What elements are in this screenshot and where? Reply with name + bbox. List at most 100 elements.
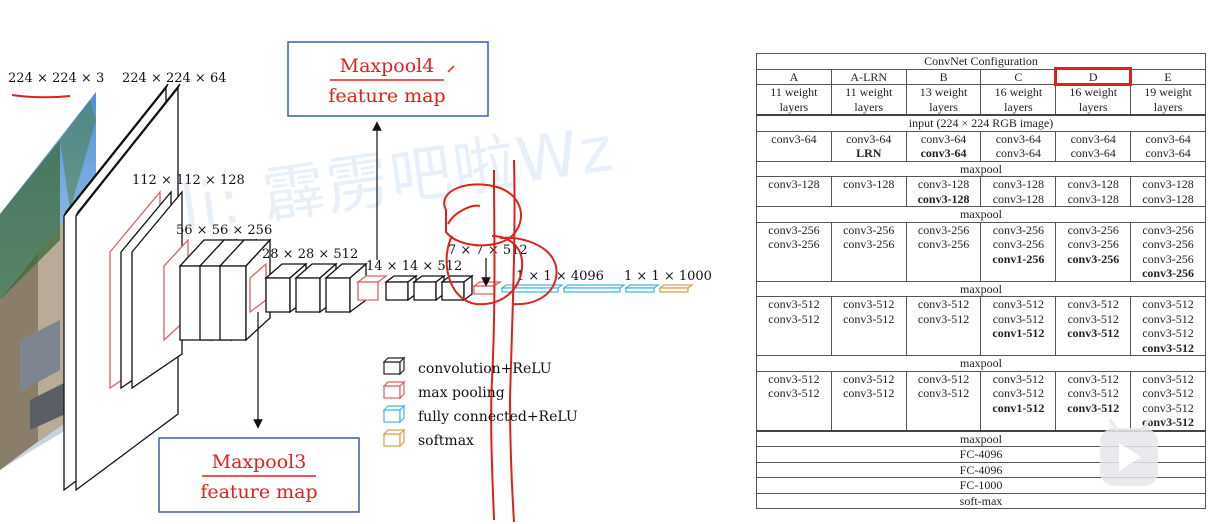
legend-item-fc: fully connected+ReLU (382, 404, 578, 425)
maxpool-cell: maxpool (756, 160, 1206, 177)
column-header-label: C (1014, 69, 1023, 84)
maxpool-row: maxpool (756, 355, 1206, 372)
depth-text: layers (1004, 99, 1033, 114)
layer-text: conv3-512 (843, 371, 895, 386)
layer-text: conv3-128 (768, 177, 820, 191)
column-header-label: D (1088, 69, 1098, 84)
layer-text: conv1-512 (992, 400, 1045, 415)
legend-label-fc: fully connected+ReLU (418, 409, 578, 425)
fc-blocks (500, 284, 694, 293)
layer-text: conv3-512 (1142, 371, 1194, 386)
layer-text: conv3-512 (917, 311, 970, 326)
depth-text: 13 weight (919, 85, 968, 99)
layer-text: conv3-256 (992, 222, 1045, 237)
tail-row: maxpool (756, 429, 1206, 447)
depth-text: layers (854, 99, 884, 114)
maxpool3-callout-box (158, 437, 360, 513)
layer-text: conv3-128 (1142, 177, 1194, 191)
layer-text: LRN (856, 146, 882, 160)
column-header-d: D (1054, 66, 1133, 86)
depth-text: 11 weight (770, 85, 818, 99)
layer-dim-label-6: 7 × 7 × 512 (448, 243, 528, 258)
layer-text: conv3-128 (917, 177, 970, 191)
tail-cell: soft-max (756, 492, 1206, 509)
depth-text: 16 weight (1069, 85, 1118, 99)
layer-text: conv3-512 (1067, 400, 1120, 415)
maxpool-label: maxpool (960, 281, 1002, 296)
layer-text: conv3-256 (992, 237, 1045, 251)
layer-text: conv1-512 (992, 326, 1045, 340)
tail-label: soft-max (959, 493, 1003, 508)
maxpool4-subtitle: feature map (328, 85, 445, 107)
maxpool-label: maxpool (960, 356, 1002, 370)
layer-dim-label-2: 112 × 112 × 128 (132, 173, 245, 188)
conv-cell: conv3-64 (756, 130, 832, 162)
layer-text: conv3-512 (768, 311, 820, 326)
layer-text: conv3-128 (992, 191, 1045, 206)
conv-block-14 (356, 274, 474, 302)
layer-dim-label-7: 1 × 1 × 4096 (516, 269, 604, 284)
layer-text: conv3-512 (768, 386, 820, 400)
play-icon (1119, 443, 1141, 471)
maxpool3-title: Maxpool3 (212, 451, 307, 473)
layer-text: conv3-256 (1142, 237, 1194, 251)
layer-text: conv3-64 (1070, 146, 1116, 160)
legend-label-pool: max pooling (418, 385, 505, 401)
layer-text: conv3-512 (992, 297, 1045, 311)
layer-dim-label-5: 14 × 14 × 512 (366, 259, 462, 274)
depth-text: layers (1078, 99, 1108, 114)
maxpool-label: maxpool (960, 161, 1002, 176)
layer-text: conv3-128 (1067, 177, 1119, 191)
layer-text: conv3-512 (1142, 326, 1194, 340)
pool-block-7 (471, 281, 503, 295)
layer-text: conv3-64 (995, 131, 1042, 146)
layer-text: conv3-256 (1067, 222, 1119, 237)
layer-text: conv3-128 (992, 177, 1045, 191)
conv-block-112 (109, 190, 183, 390)
input-cell: input (224 × 224 RGB image) (756, 114, 1206, 132)
vgg-architecture-diagram: 224 × 224 × 3 224 × 224 × 64 112 × 112 ×… (0, 41, 712, 523)
layer-text: conv3-512 (992, 386, 1045, 400)
layer-text: conv3-256 (1067, 237, 1119, 251)
column-header-label: A-LRN (850, 69, 888, 84)
depth-text: 11 weight (845, 85, 893, 99)
maxpool4-title: Maxpool4 (340, 55, 435, 77)
tail-label: FC-4096 (959, 462, 1003, 477)
layer-text: conv1-256 (992, 251, 1045, 266)
handwritten-underline (11, 94, 71, 99)
layer-text: conv3-64 (1145, 146, 1191, 160)
handwritten-annotations (443, 159, 558, 523)
legend-label-conv: convolution+ReLU (418, 361, 552, 377)
layer-text: conv3-256 (1067, 251, 1120, 266)
legend: convolution+ReLU max pooling fully conne… (382, 356, 578, 449)
layer-text: conv3-512 (917, 297, 970, 311)
layer-text: conv3-512 (917, 386, 970, 400)
